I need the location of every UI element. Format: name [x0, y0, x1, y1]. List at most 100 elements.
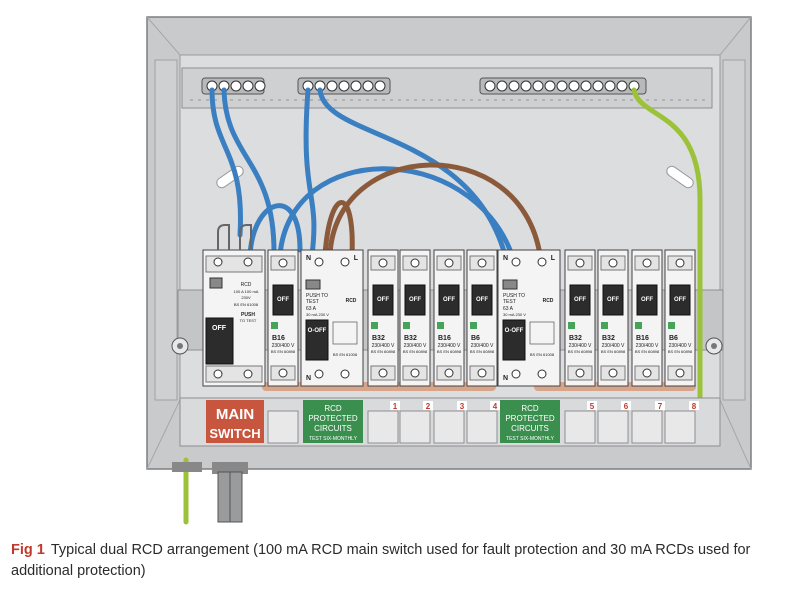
- rcd-spec: 30 mA 230 V: [503, 312, 526, 317]
- mcb-handle[interactable]: OFF: [272, 284, 294, 316]
- enclosure-back-inner-lines: [146, 16, 752, 470]
- circuit-number: 5: [587, 401, 597, 411]
- mcb-handle-text: OFF: [574, 297, 586, 303]
- mcb-handle-text: OFF: [674, 297, 686, 303]
- rcd-label-1-line1: RCD: [324, 404, 342, 413]
- main-switch-push-line2: TO TEST: [240, 318, 257, 323]
- neutral-wire-1: [209, 87, 244, 238]
- mcb-rating: B32: [372, 335, 385, 342]
- rcd-title: RCD: [543, 298, 554, 304]
- mcb-handle-text: OFF: [277, 297, 289, 303]
- neutral-bar-left: [201, 77, 266, 95]
- main-switch-label-line2: SWITCH: [209, 426, 260, 441]
- rcd-label-1-line4: TEST SIX-MONTHLY: [309, 436, 358, 442]
- mcb-voltage: 230/400 V: [272, 343, 295, 349]
- rcd-title: RCD: [346, 298, 357, 304]
- circuit-number-text: 7: [658, 402, 663, 411]
- mcb-standard: BS EN 60898: [437, 349, 462, 354]
- label-cell: [367, 410, 399, 444]
- live-wire-2: [322, 200, 355, 258]
- mcb-voltage: 230/400 V: [569, 343, 592, 349]
- rcd-label-2-line4: TEST SIX-MONTHLY: [506, 436, 555, 442]
- rcd-protected-label-2: RCD PROTECTED CIRCUITS TEST SIX-MONTHLY: [500, 400, 560, 443]
- rcd-bottom-n: N: [503, 375, 508, 382]
- din-rail-screws: [171, 337, 723, 355]
- mcb-handle[interactable]: OFF: [636, 284, 658, 316]
- cable-entry: [172, 462, 248, 523]
- mcb-handle[interactable]: OFF: [669, 284, 691, 316]
- main-switch-handle[interactable]: OFF: [205, 317, 234, 365]
- mcb-handle-text: OFF: [607, 297, 619, 303]
- rcd-push-line1: PUSH TO: [503, 293, 525, 299]
- rcd-label-2-line2: PROTECTED: [505, 414, 555, 423]
- rcd-push-line2: TEST: [306, 299, 319, 305]
- main-switch-label: MAIN SWITCH: [206, 400, 264, 443]
- rcd-rating: 63 A: [503, 306, 514, 312]
- mcb-handle[interactable]: OFF: [372, 284, 394, 316]
- main-switch-handle-text: OFF: [212, 325, 227, 332]
- mcb-handle[interactable]: OFF: [569, 284, 591, 316]
- circuit-number-text: 4: [493, 402, 498, 411]
- enclosure-right-wall: [722, 59, 746, 401]
- rcd-standard: BS EN 61008: [530, 352, 555, 357]
- mcb-handle-text: OFF: [641, 297, 653, 303]
- mcb-rating: B6: [471, 335, 480, 342]
- mcb-handle-text: OFF: [443, 297, 455, 303]
- label-cell: [267, 410, 299, 444]
- earth-wire-main: [631, 87, 703, 423]
- mcb-handle[interactable]: OFF: [471, 284, 493, 316]
- label-cell: [631, 410, 663, 444]
- mcb-standard: BS EN 60898: [668, 349, 693, 354]
- circuit-number: 4: [490, 401, 500, 411]
- main-switch-rating-line3: 230V: [241, 295, 251, 300]
- rcd-bottom-n: N: [306, 375, 311, 382]
- figure-caption-text: Typical dual RCD arrangement (100 mA RCD…: [11, 542, 751, 579]
- mcb-rating: B16: [636, 335, 649, 342]
- label-cell: [399, 410, 431, 444]
- mcb-handle[interactable]: OFF: [602, 284, 624, 316]
- rcd-push-line1: PUSH TO: [306, 293, 328, 299]
- main-switch-label-line1: MAIN: [216, 406, 254, 423]
- mcb-rating: B32: [569, 335, 582, 342]
- label-cell: [564, 410, 596, 444]
- neutral-wire-2: [221, 87, 277, 258]
- mcb-voltage: 230/400 V: [669, 343, 692, 349]
- rcd-top-l: L: [354, 255, 359, 262]
- circuit-number: 2: [423, 401, 433, 411]
- mcb-standard: BS EN 60898: [271, 349, 296, 354]
- rcd-handle-text: O-OFF: [505, 328, 524, 334]
- mcb-standard: BS EN 60898: [403, 349, 428, 354]
- circuit-number-text: 3: [460, 402, 465, 411]
- figure-number: Fig 1: [11, 542, 45, 558]
- mcb-handle[interactable]: OFF: [438, 284, 460, 316]
- rcd-handle[interactable]: O-OFF: [305, 319, 329, 361]
- rcd-label-1-line2: PROTECTED: [308, 414, 358, 423]
- rcd-top-l: L: [551, 255, 556, 262]
- rcd-handle[interactable]: O-OFF: [502, 319, 526, 361]
- mcb-rating: B32: [602, 335, 615, 342]
- label-cell: [597, 410, 629, 444]
- label-cell: [466, 410, 498, 444]
- rcd-rating: 63 A: [306, 306, 317, 312]
- mcb-standard: BS EN 60898: [635, 349, 660, 354]
- circuit-number-text: 8: [692, 402, 697, 411]
- circuit-number: 1: [390, 401, 400, 411]
- earth-bar: [479, 77, 647, 95]
- mcb-handle[interactable]: OFF: [404, 284, 426, 316]
- mcb-voltage: 230/400 V: [471, 343, 494, 349]
- rcd-spec: 30 mA 230 V: [306, 312, 329, 317]
